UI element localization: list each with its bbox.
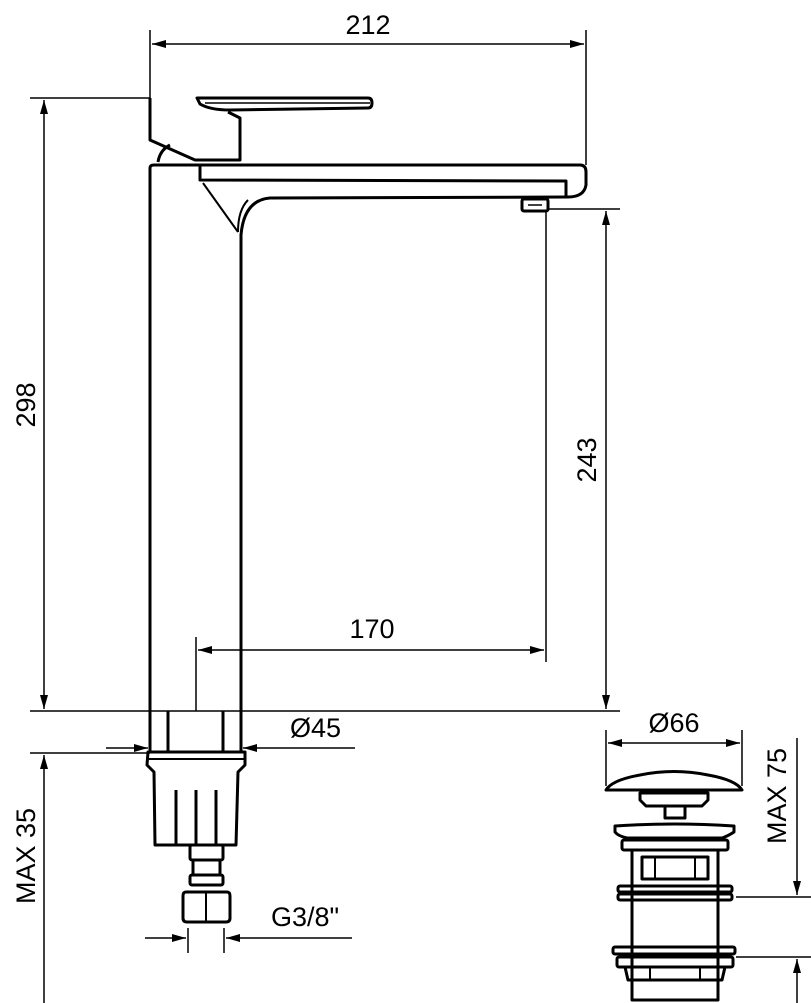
pop-up-waste [604,770,744,1002]
faucet-body [148,96,588,711]
dim-diameter-66-label: Ø66 [648,708,699,738]
dim-170-label: 170 [349,614,394,644]
dim-max-35-label: MAX 35 [11,808,41,904]
dim-298-label: 298 [11,382,41,427]
dim-thread-label: G3/8" [271,902,339,932]
dim-243-label: 243 [572,437,602,482]
dimension-diameter-66: Ø66 [605,708,743,786]
dim-max-75-label: MAX 75 [762,748,792,844]
dimension-thread: G3/8" [145,902,352,953]
dim-diameter-45-label: Ø45 [290,713,341,743]
dim-212-label: 212 [345,10,390,40]
dimension-298: 298 [11,97,620,712]
dimension-243: 243 [548,208,620,709]
dimension-170: 170 [195,211,547,711]
dimension-212: 212 [149,10,587,165]
dimension-diameter-45: Ø45 [106,713,355,752]
dimension-max-35: MAX 35 [11,752,150,1003]
dimension-max-75: MAX 75 [736,738,811,1003]
faucet-base-fitting [145,711,247,924]
